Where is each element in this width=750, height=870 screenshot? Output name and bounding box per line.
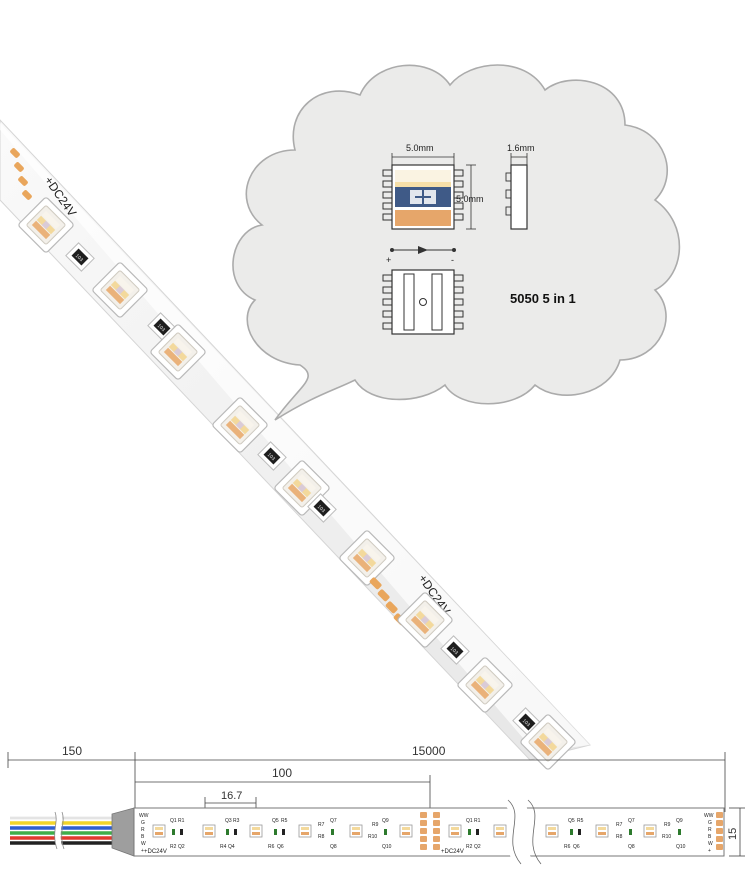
total-length-label: 15000	[412, 744, 446, 758]
svg-text:R7: R7	[616, 822, 623, 828]
voltage-label-mid: +DC24V	[441, 849, 464, 855]
component-group-e2: Q9 R9 R10 Q10	[662, 818, 686, 850]
pad-label-r-left: R	[141, 827, 145, 833]
pad-label-g-right: G	[708, 820, 712, 826]
pad-label-plus-right: +	[708, 848, 711, 854]
strip-width-label: 15	[727, 828, 739, 840]
component-group-b: Q3 R3 R4 Q4	[220, 818, 240, 850]
svg-text:Q9: Q9	[676, 818, 683, 824]
svg-text:R1: R1	[474, 818, 481, 824]
minus-label: -	[451, 255, 454, 265]
strip-outline	[133, 807, 725, 857]
mini-led	[298, 824, 312, 838]
pad-label-w-left: W	[141, 841, 146, 847]
strip-copper-pads-top	[10, 148, 32, 200]
svg-text:R2: R2	[466, 844, 473, 850]
pitch-label: 16.7	[221, 790, 242, 802]
mini-led	[643, 824, 657, 838]
svg-text:Q10: Q10	[382, 844, 392, 850]
height-label: 5.0mm	[456, 194, 484, 204]
svg-text:R6: R6	[564, 844, 571, 850]
svg-text:Q8: Q8	[628, 844, 635, 850]
lead-length-label: 150	[62, 744, 82, 758]
svg-text:Q7: Q7	[330, 818, 337, 824]
pad-label-b-right: B	[708, 834, 712, 840]
svg-text:R9: R9	[372, 822, 379, 828]
mini-led	[493, 824, 507, 838]
chip-top-view	[382, 164, 464, 230]
svg-text:R2: R2	[170, 844, 177, 850]
component-group-a2: Q1 R1 R2 Q2	[466, 818, 481, 850]
thickness-label: 1.6mm	[507, 143, 535, 153]
svg-text:Q1: Q1	[466, 818, 473, 824]
mini-led	[399, 824, 413, 838]
svg-text:Q9: Q9	[382, 818, 389, 824]
svg-text:Q2: Q2	[178, 844, 185, 850]
end-pads: WW G R B W +	[704, 812, 723, 854]
svg-text:Q3: Q3	[225, 818, 232, 824]
svg-text:R5: R5	[281, 818, 288, 824]
component-group-e: Q9 R9 R10 Q10	[368, 818, 392, 850]
svg-text:R4: R4	[220, 844, 227, 850]
svg-text:R8: R8	[318, 834, 325, 840]
lead-wires	[10, 810, 112, 850]
component-group-c2: Q5 R5 R6 Q6	[564, 818, 584, 850]
svg-text:Q6: Q6	[573, 844, 580, 850]
component-group-c: Q5 R5 R6 Q6	[268, 818, 288, 850]
svg-text:Q5: Q5	[568, 818, 575, 824]
svg-text:Q8: Q8	[330, 844, 337, 850]
width-label: 5.0mm	[406, 143, 434, 153]
mini-led	[545, 824, 559, 838]
component-group-a: Q1 R1 R2 Q2	[170, 818, 185, 850]
polarity-indicator: + -	[386, 246, 456, 265]
mini-led	[152, 824, 166, 838]
voltage-label-left: +DC24V	[144, 849, 167, 855]
svg-text:R6: R6	[268, 844, 275, 850]
svg-text:R5: R5	[577, 818, 584, 824]
svg-text:R7: R7	[318, 822, 325, 828]
svg-text:R1: R1	[178, 818, 185, 824]
detail-callout-cloud	[232, 64, 681, 421]
chip-title: 5050 5 in 1	[510, 291, 576, 306]
height-dimension: 5.0mm	[456, 164, 484, 230]
chip-bottom-view	[382, 269, 464, 335]
pad-label-ww-left: WW	[139, 813, 149, 819]
mini-led	[202, 824, 216, 838]
svg-text:R8: R8	[616, 834, 623, 840]
pad-label-b-left: B	[141, 834, 145, 840]
cut-point-pads	[420, 812, 440, 850]
svg-text:Q6: Q6	[277, 844, 284, 850]
pad-label-g-left: G	[141, 820, 145, 826]
svg-text:R9: R9	[664, 822, 671, 828]
svg-text:Q10: Q10	[676, 844, 686, 850]
pad-label-r-right: R	[708, 827, 712, 833]
svg-text:Q5: Q5	[272, 818, 279, 824]
svg-text:Q7: Q7	[628, 818, 635, 824]
wire-sleeve	[111, 807, 135, 857]
mini-led	[249, 824, 263, 838]
pad-label-plus-left: +	[141, 848, 144, 854]
svg-text:R3: R3	[233, 818, 240, 824]
svg-text:R10: R10	[368, 834, 377, 840]
pad-label-ww-right: WW	[704, 813, 714, 819]
component-group-d2: R7 Q7 R8 Q8	[616, 818, 635, 850]
width-dimension: 5.0mm	[391, 143, 455, 165]
dimension-drawing: 150 15000 100 16.7	[7, 744, 745, 870]
svg-text:R10: R10	[662, 834, 671, 840]
component-group-d: R7 Q7 R8 Q8	[318, 818, 337, 850]
chip-side-view: 1.6mm	[505, 143, 535, 230]
mini-led	[349, 824, 363, 838]
plus-label: +	[386, 255, 391, 265]
pad-label-w-right: W	[708, 841, 713, 847]
svg-text:Q4: Q4	[228, 844, 235, 850]
cut-length-label: 100	[272, 766, 292, 780]
svg-text:Q2: Q2	[474, 844, 481, 850]
mini-led	[448, 824, 462, 838]
mini-led	[595, 824, 609, 838]
svg-text:Q1: Q1	[170, 818, 177, 824]
